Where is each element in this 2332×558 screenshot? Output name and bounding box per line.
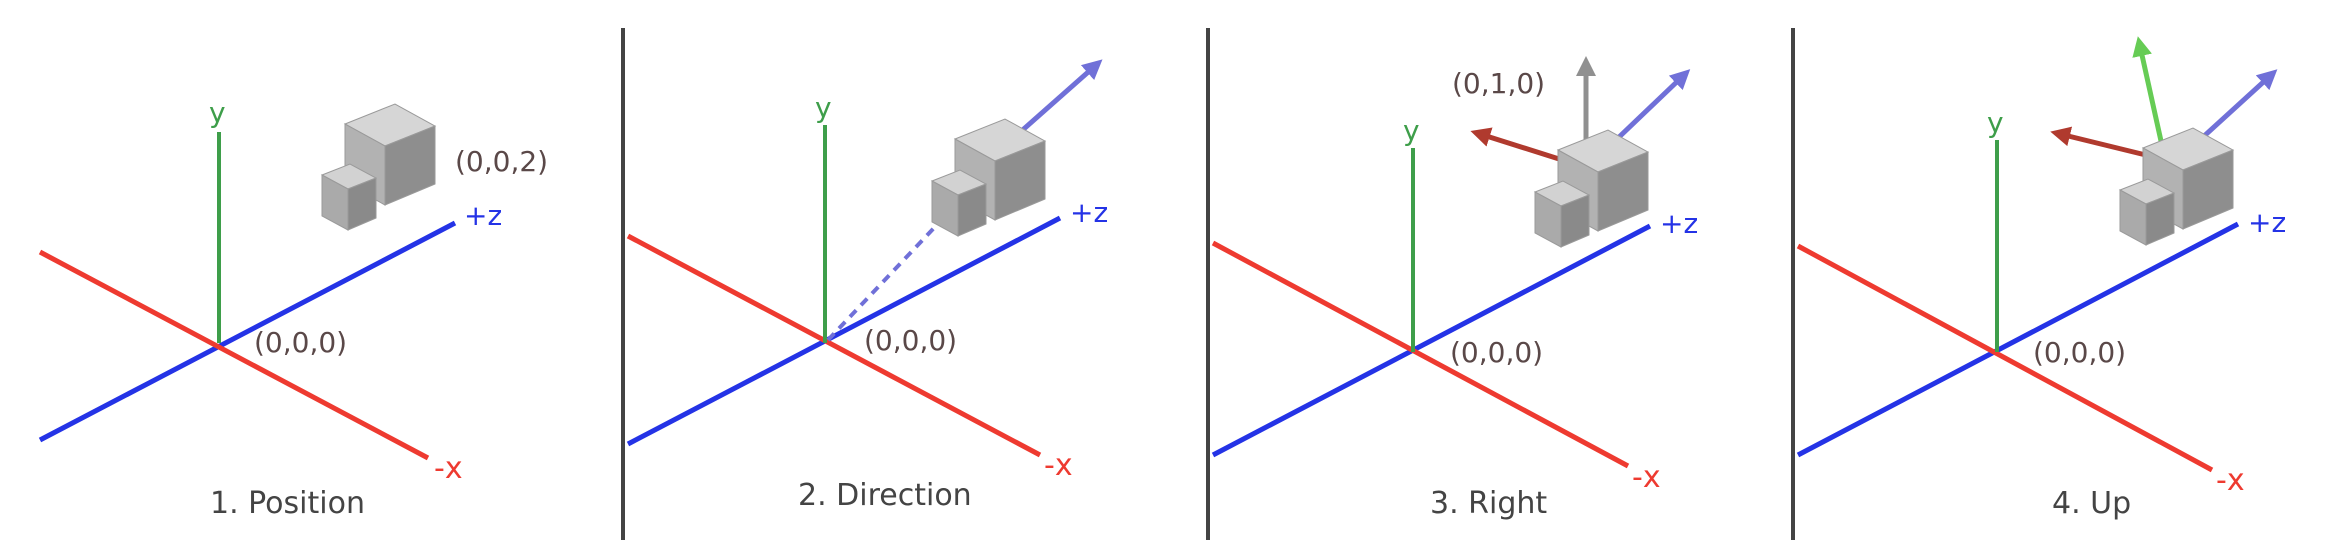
x-axis-line	[626, 233, 1042, 458]
y-axis-label: y	[209, 96, 226, 129]
panel-caption: 2. Direction	[798, 478, 972, 513]
panel-2-direction: y +z -x (0,0,0) 2. Direction	[626, 59, 1108, 513]
z-axis-label: +z	[464, 199, 502, 232]
y-axis-label: y	[1987, 106, 2004, 139]
origin-label: (0,0,0)	[864, 324, 957, 357]
cube-icon	[930, 118, 1047, 237]
y-axis-label: y	[1403, 114, 1420, 147]
panel-1-position: y +z -x (0,0,0) (0,0,2) 1. Position	[38, 96, 548, 521]
cube-icon	[2118, 127, 2235, 246]
z-axis-label: +z	[1070, 196, 1108, 229]
x-axis-line	[1211, 240, 1630, 469]
panel-caption: 4. Up	[2052, 486, 2131, 521]
origin-label: (0,0,0)	[1450, 336, 1543, 369]
origin-label: (0,0,0)	[2033, 336, 2126, 369]
panel-3-right: y +z -x (0,0,0) (0,1,0) 3. Right	[1211, 56, 1698, 521]
x-axis-line	[38, 249, 430, 461]
cube-icon	[320, 103, 437, 231]
x-axis-label: -x	[2216, 463, 2245, 498]
origin-label: (0,0,0)	[254, 326, 347, 359]
x-axis-label: -x	[1632, 460, 1661, 495]
up-vector-arrow	[2132, 36, 2166, 151]
x-axis-label: -x	[434, 451, 463, 486]
up-vector-label: (0,1,0)	[1452, 67, 1545, 100]
z-axis-line	[38, 220, 457, 443]
right-vector-arrow	[2050, 126, 2159, 161]
z-axis-line	[626, 215, 1062, 447]
x-axis-label: -x	[1044, 448, 1073, 483]
panel-4-up: y +z -x (0,0,0) 4. Up	[1796, 36, 2286, 521]
z-axis-label: +z	[1660, 207, 1698, 240]
z-axis-line	[1796, 221, 2240, 458]
z-axis-label: +z	[2248, 206, 2286, 239]
x-axis-line	[1796, 243, 2214, 473]
cube-icon	[1533, 129, 1650, 248]
panel-caption: 1. Position	[210, 486, 365, 521]
panel-caption: 3. Right	[1430, 486, 1547, 521]
direction-dashed-line	[826, 190, 970, 342]
z-axis-line	[1211, 223, 1652, 458]
position-label: (0,0,2)	[455, 145, 548, 178]
y-axis-label: y	[815, 91, 832, 124]
